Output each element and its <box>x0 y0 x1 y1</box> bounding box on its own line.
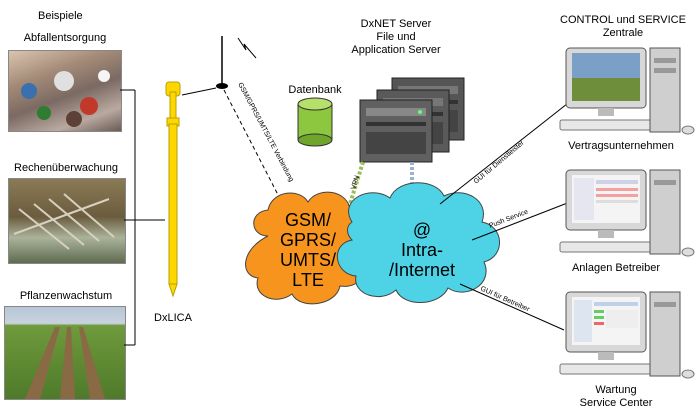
client-pc-operator <box>559 169 695 257</box>
gui-provider-label: GUI für Dienstleister <box>473 139 526 185</box>
gsm-cloud-line2: GPRS/ <box>279 230 336 250</box>
internet-cloud-line1: Intra- <box>400 240 443 260</box>
client-label-service-line2: Service Center <box>579 397 653 409</box>
gsm-cloud-text: GSM/ GPRS/ UMTS/ LTE <box>268 210 348 290</box>
client-label-operator: Anlagen Betreiber <box>571 262 661 274</box>
gui-operator-label: GUI für Betreiber <box>479 285 531 313</box>
control-center-line1: CONTROL und SERVICE <box>560 14 686 26</box>
antenna-icon <box>181 36 257 96</box>
push-service-label: Push Service <box>488 209 529 230</box>
example-label-waste: Abfallentsorgung <box>23 32 107 44</box>
internet-cloud <box>336 182 500 303</box>
control-center-line2: Zentrale <box>602 27 644 39</box>
gsm-cloud-line1: GSM/ <box>284 210 331 230</box>
server-title-line3: Application Server <box>351 44 441 56</box>
client-label-service-line1: Wartung <box>595 384 637 396</box>
vpn-label: VPN <box>350 175 361 191</box>
plants-photo <box>4 306 126 400</box>
gsm-cloud-line3: UMTS/ <box>280 250 336 270</box>
control-center-title: CONTROL und SERVICE Zentrale <box>548 14 698 40</box>
client-pc-control <box>559 47 695 135</box>
gui-operator-link <box>459 283 565 331</box>
server-title-line1: DxNET Server <box>360 18 432 30</box>
examples-heading: Beispiele <box>38 10 83 22</box>
at-symbol-icon: @ <box>412 220 432 240</box>
client-pc-service <box>559 291 695 379</box>
internet-cloud-line2: /Internet <box>388 260 456 280</box>
rake-photo <box>8 178 126 264</box>
gui-provider-link <box>439 99 573 205</box>
gsm-link-line <box>223 89 293 223</box>
client-label-service: Wartung Service Center <box>556 384 676 410</box>
client-label-contractor: Vertragsunternehmen <box>568 140 674 152</box>
example-label-plants: Pflanzenwachstum <box>19 290 113 302</box>
dxlica-device <box>165 81 181 298</box>
gsm-cloud-line4: LTE <box>292 270 324 290</box>
push-service-link <box>471 201 571 241</box>
example-label-rake: Rechenüberwachung <box>14 162 118 174</box>
database-icon <box>297 97 333 147</box>
internet-cloud-text: @ Intra- /Internet <box>372 220 472 280</box>
server-rack <box>359 77 465 163</box>
server-title: DxNET Server File und Application Server <box>336 18 456 57</box>
waste-photo <box>8 50 122 132</box>
example-bracket <box>120 89 165 346</box>
server-title-line2: File und <box>376 31 416 43</box>
device-label: DxLICA <box>154 312 192 324</box>
database-label: Datenbank <box>288 84 342 96</box>
